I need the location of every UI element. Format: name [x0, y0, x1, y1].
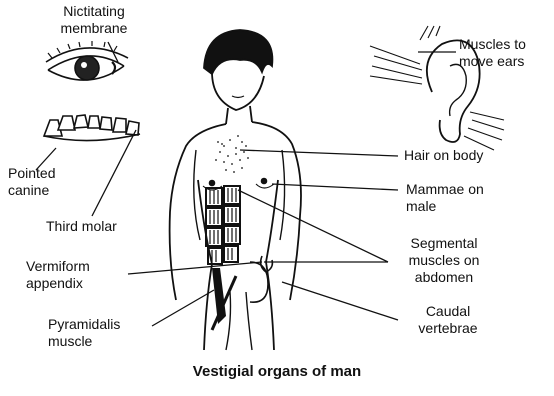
- leader-caudal: [282, 282, 398, 320]
- leader-pyramidalis: [152, 290, 214, 326]
- teeth-illustration: [44, 115, 140, 141]
- leader-mammae: [272, 184, 398, 190]
- leader-hair-body: [240, 150, 398, 156]
- chest-hair-stipple: [215, 135, 249, 173]
- label-third-molar: Third molar: [46, 218, 146, 235]
- label-segmental-muscles: Segmental muscles on abdomen: [394, 235, 494, 286]
- label-pyramidalis-muscle: Pyramidalis muscle: [48, 316, 148, 350]
- label-caudal-vertebrae: Caudal vertebrae: [398, 303, 498, 337]
- leader-third-molar: [92, 130, 136, 216]
- label-mammae-on-male: Mammae on male: [406, 181, 506, 215]
- leader-segmental-1: [238, 190, 388, 262]
- label-muscles-to-move-ears: Muscles to move ears: [459, 36, 554, 70]
- label-hair-on-body: Hair on body: [404, 147, 524, 164]
- label-vermiform-appendix: Vermiform appendix: [26, 258, 126, 292]
- eye-illustration: [46, 41, 128, 80]
- label-nictitating-membrane: Nictitating membrane: [48, 3, 140, 37]
- leader-vermiform: [128, 262, 262, 274]
- segmental-muscles: [206, 186, 240, 264]
- label-pointed-canine: Pointed canine: [8, 165, 78, 199]
- figure-caption: Vestigial organs of man: [0, 363, 554, 380]
- human-body-illustration: [170, 30, 301, 350]
